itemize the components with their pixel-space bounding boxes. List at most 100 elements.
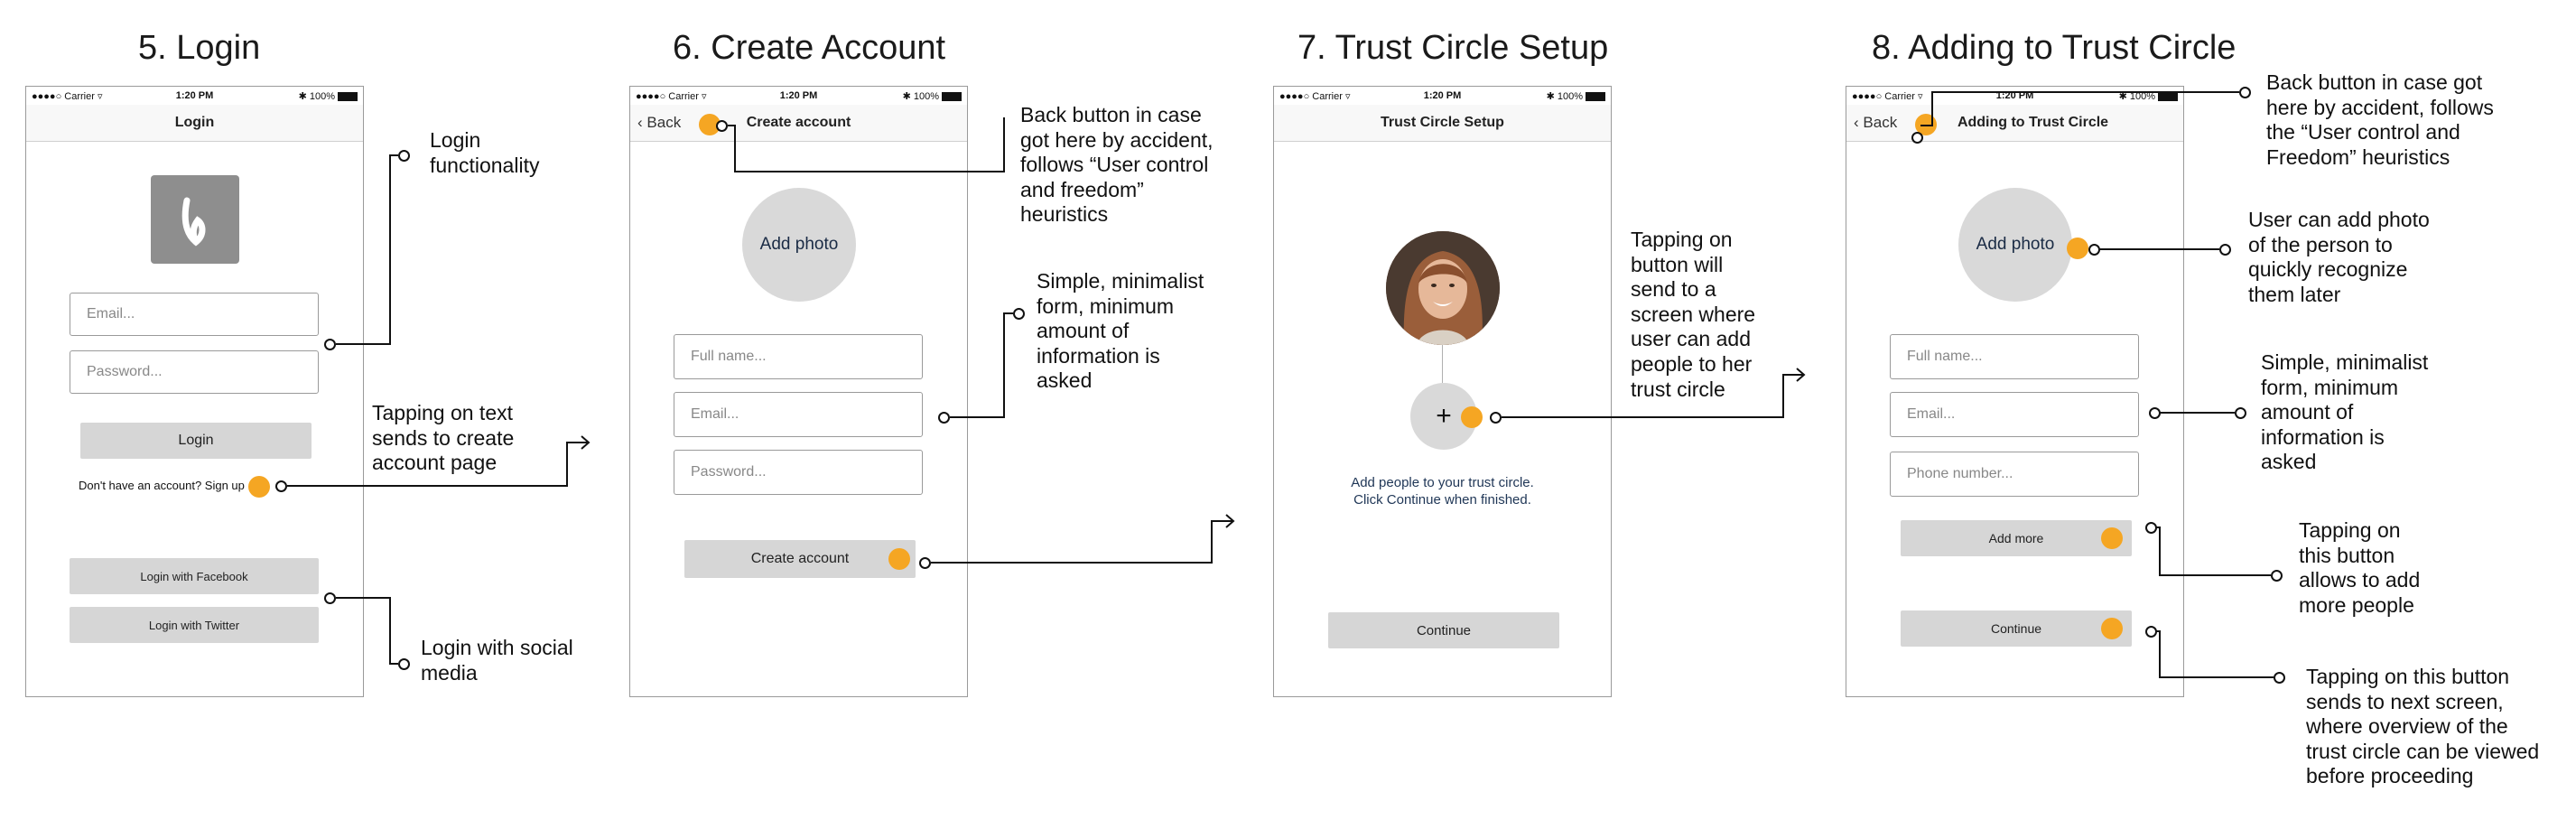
add-more-button[interactable]: Add more: [1901, 520, 2132, 556]
nav-title: Adding to Trust Circle: [1957, 115, 2109, 130]
navbar: Login: [26, 105, 363, 142]
connector-add-more: [2151, 526, 2271, 576]
ring-marker: [2274, 672, 2285, 684]
connector-add-person: [1502, 374, 1804, 418]
connector-back-adding: [1920, 91, 2239, 126]
ring-marker: [716, 120, 728, 132]
annotation-simple-form-create: Simple, minimalist form, minimum amount …: [1037, 269, 1204, 393]
title-login: 5. Login: [138, 29, 261, 67]
password-field[interactable]: Password...: [70, 350, 319, 394]
phone-adding-trust-circle: ●●●●○ Carrier ▿ 1:20 PM ✱ 100% ‹ Back Ad…: [1846, 86, 2184, 697]
ring-marker: [2149, 407, 2161, 419]
nav-title: Trust Circle Setup: [1381, 115, 1504, 130]
info-text: Add people to your trust circle. Click C…: [1351, 475, 1534, 508]
twitter-login-button[interactable]: Login with Twitter: [70, 607, 319, 643]
ring-marker: [2145, 522, 2157, 534]
battery-icon: [338, 92, 358, 102]
signup-link[interactable]: Don't have an account? Sign up: [79, 479, 245, 492]
annotation-tap-button-trust: Tapping on button will send to a screen …: [1631, 228, 1756, 401]
ring-marker: [2271, 570, 2283, 582]
annotation-add-photo: User can add photo of the person to quic…: [2248, 208, 2430, 306]
annotation-simple-form-adding: Simple, minimalist form, minimum amount …: [2261, 350, 2429, 474]
create-account-button[interactable]: Create account: [684, 540, 916, 578]
title-trust-circle-setup: 7. Trust Circle Setup: [1297, 29, 1609, 67]
email-field[interactable]: Email...: [1890, 392, 2139, 437]
bluetooth-icon: ✱: [902, 91, 911, 102]
email-field[interactable]: Email...: [70, 293, 319, 336]
status-bar: ●●●●○ Carrier ▿ 1:20 PM ✱ 100%: [1274, 87, 1611, 105]
connector-line: [1442, 345, 1443, 383]
arrow-right-icon: [1796, 368, 1806, 382]
annotation-social-login: Login with social media: [421, 636, 573, 685]
ring-marker: [2235, 407, 2246, 419]
annotation-back-adding: Back button in case got here by accident…: [2266, 70, 2494, 169]
connector-signup: [287, 442, 589, 487]
carrier-label: ●●●●○ Carrier ▿: [32, 91, 103, 102]
ring-marker: [398, 658, 410, 670]
navbar: Trust Circle Setup: [1274, 105, 1611, 142]
ring-marker: [324, 592, 336, 604]
ring-marker: [919, 557, 931, 569]
ring-marker: [1013, 308, 1025, 320]
connector-form-create: [950, 312, 1013, 418]
phone-trust-circle-setup: ●●●●○ Carrier ▿ 1:20 PM ✱ 100% Trust Cir…: [1273, 86, 1612, 697]
ring-marker: [2219, 244, 2231, 256]
hotspot-add-more: [2101, 527, 2123, 549]
status-bar: ●●●●○ Carrier ▿ 1:20 PM ✱ 100%: [26, 87, 363, 105]
chevron-left-icon: ‹: [637, 114, 643, 131]
back-button[interactable]: ‹ Back: [637, 114, 682, 131]
facebook-login-button[interactable]: Login with Facebook: [70, 558, 319, 594]
arrow-right-icon: [1225, 514, 1235, 528]
wifi-icon: ▿: [97, 91, 103, 102]
ring-marker: [2088, 244, 2100, 256]
nav-title: Login: [174, 115, 215, 130]
wifi-icon: ▿: [1917, 91, 1923, 102]
annotation-add-more: Tapping on this button allows to add mor…: [2299, 518, 2421, 617]
login-button[interactable]: Login: [80, 423, 312, 459]
status-bar: ●●●●○ Carrier ▿ 1:20 PM ✱ 100%: [630, 87, 967, 105]
hotspot-signup: [248, 476, 270, 498]
hotspot-add-photo: [2067, 238, 2088, 259]
continue-button[interactable]: Continue: [1328, 612, 1559, 648]
bluetooth-icon: ✱: [2118, 91, 2127, 102]
wifi-icon: ▿: [701, 91, 707, 102]
nav-title: Create account: [746, 115, 851, 130]
add-photo-button[interactable]: Add photo: [1958, 188, 2072, 302]
user-avatar: [1386, 231, 1500, 345]
ring-marker: [2239, 87, 2251, 98]
plus-icon: +: [1436, 401, 1452, 431]
title-create-account: 6. Create Account: [673, 29, 946, 67]
fullname-field[interactable]: Full name...: [1890, 334, 2139, 379]
annotation-continue: Tapping on this button sends to next scr…: [2306, 665, 2540, 788]
clock: 1:20 PM: [175, 90, 214, 101]
email-field[interactable]: Email...: [674, 392, 923, 437]
connector-back-create: [728, 117, 1005, 172]
add-photo-button[interactable]: Add photo: [742, 188, 856, 302]
hotspot-create-account: [888, 548, 910, 570]
back-button[interactable]: ‹ Back: [1854, 114, 1898, 131]
ring-marker: [275, 480, 287, 492]
ring-marker: [938, 412, 950, 424]
hotspot-continue: [2101, 618, 2123, 639]
annotation-back-create: Back button in case got here by accident…: [1020, 103, 1214, 227]
ring-marker: [1911, 132, 1923, 144]
arrow-right-icon: [581, 435, 591, 450]
phone-field[interactable]: Phone number...: [1890, 452, 2139, 497]
connector-social: [336, 597, 398, 665]
annotation-login-functionality: Login functionality: [430, 128, 540, 177]
phone-login: ●●●●○ Carrier ▿ 1:20 PM ✱ 100% Login Ema…: [25, 86, 364, 697]
connector-login-functionality: [336, 154, 398, 345]
annotation-tap-text: Tapping on text sends to create account …: [372, 401, 515, 475]
fullname-field[interactable]: Full name...: [674, 334, 923, 379]
ring-marker: [324, 339, 336, 350]
navbar: ‹ Back Create account: [630, 105, 967, 142]
ring-marker: [2145, 626, 2157, 638]
bluetooth-icon: ✱: [1546, 91, 1555, 102]
phone-create-account: ●●●●○ Carrier ▿ 1:20 PM ✱ 100% ‹ Back Cr…: [629, 86, 968, 697]
connector-continue: [2151, 630, 2274, 678]
battery-icon: [942, 92, 962, 102]
password-field[interactable]: Password...: [674, 450, 923, 495]
continue-button[interactable]: Continue: [1901, 610, 2132, 647]
ring-marker: [398, 150, 410, 162]
bluetooth-icon: ✱: [298, 91, 307, 102]
